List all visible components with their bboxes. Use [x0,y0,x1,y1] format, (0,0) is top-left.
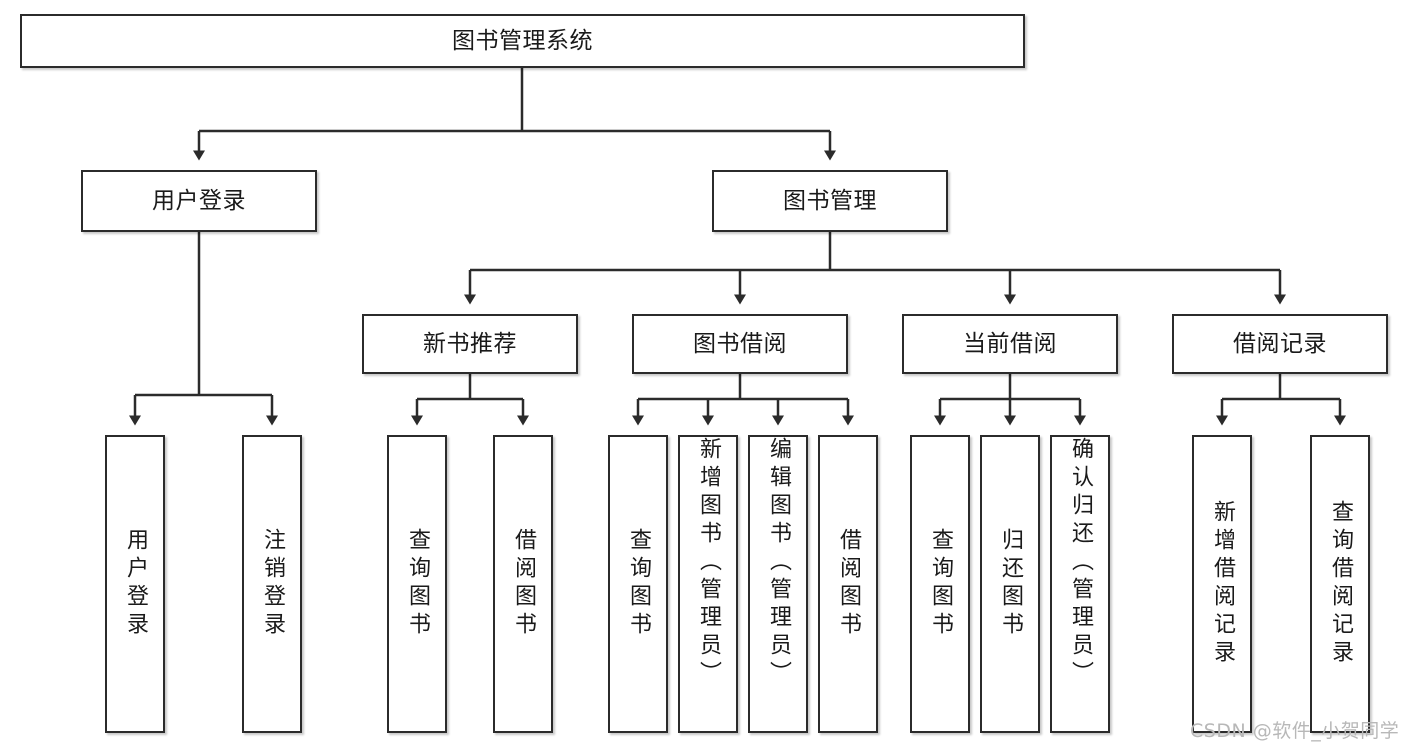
leaf-edit-book-admin[interactable]: 编辑图书（管理员） [748,435,808,733]
node-label: 当前借阅 [963,330,1057,357]
leaf-user-login[interactable]: 用户登录 [105,435,165,733]
node-borrow-record[interactable]: 借阅记录 [1172,314,1388,374]
node-label: 查询图书 [405,528,430,640]
node-label: 注销登录 [260,528,285,640]
leaf-confirm-return-admin[interactable]: 确认归还（管理员） [1050,435,1110,733]
node-label: 用户登录 [152,187,246,214]
node-label: 新增图书（管理员） [696,437,721,689]
node-label: 确认归还（管理员） [1068,437,1093,689]
node-label: 查询图书 [928,528,953,640]
node-label: 查询借阅记录 [1328,500,1353,668]
leaf-query-book-3[interactable]: 查询图书 [910,435,970,733]
node-label: 借阅图书 [836,528,861,640]
leaf-query-book-1[interactable]: 查询图书 [387,435,447,733]
csdn-watermark: CSDN @软件_小贺同学 [1190,720,1400,742]
leaf-borrow-book-1[interactable]: 借阅图书 [493,435,553,733]
node-label: 图书借阅 [693,330,787,357]
node-label: 借阅记录 [1233,330,1327,357]
node-current-borrow[interactable]: 当前借阅 [902,314,1118,374]
node-label: 借阅图书 [511,528,536,640]
node-new-book-recommend[interactable]: 新书推荐 [362,314,578,374]
leaf-query-book-2[interactable]: 查询图书 [608,435,668,733]
node-label: 新书推荐 [423,330,517,357]
leaf-query-borrow-record[interactable]: 查询借阅记录 [1310,435,1370,733]
node-book-borrow[interactable]: 图书借阅 [632,314,848,374]
node-label: 图书管理 [783,187,877,214]
leaf-add-book-admin[interactable]: 新增图书（管理员） [678,435,738,733]
node-root-book-management-system[interactable]: 图书管理系统 [20,14,1025,68]
node-user-login[interactable]: 用户登录 [81,170,317,232]
node-label: 新增借阅记录 [1210,500,1235,668]
leaf-return-book[interactable]: 归还图书 [980,435,1040,733]
leaf-logout-login[interactable]: 注销登录 [242,435,302,733]
node-label: 图书管理系统 [452,27,593,54]
node-label: 用户登录 [123,528,148,640]
node-label: 归还图书 [998,528,1023,640]
node-label: 查询图书 [626,528,651,640]
node-book-management[interactable]: 图书管理 [712,170,948,232]
leaf-add-borrow-record[interactable]: 新增借阅记录 [1192,435,1252,733]
leaf-borrow-book-2[interactable]: 借阅图书 [818,435,878,733]
node-label: 编辑图书（管理员） [766,437,791,689]
